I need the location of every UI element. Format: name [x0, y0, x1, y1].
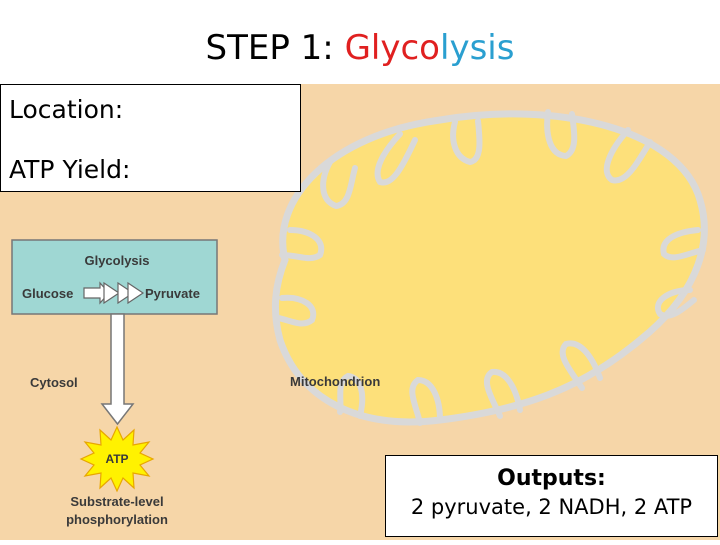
cytosol-label: Cytosol [30, 375, 78, 390]
outputs-box: Outputs: 2 pyruvate, 2 NADH, 2 ATP [385, 455, 718, 537]
down-arrow [100, 313, 135, 426]
pyruvate-label: Pyruvate [145, 286, 200, 301]
glucose-label: Glucose [22, 286, 73, 301]
mitochondrion-cristae [275, 109, 706, 426]
glycolysis-arrows [83, 281, 145, 305]
slide-title: STEP 1: Glycolysis [0, 28, 720, 68]
title-glyco: Glyco [344, 28, 440, 68]
cell-diagram-svg: Glycolysis Glucose Pyruvate Cytosol Mito… [11, 109, 708, 527]
substrate-label-line1: Substrate-level [70, 494, 163, 509]
atp-yield-label: ATP Yield: [9, 155, 131, 184]
atp-label: ATP [105, 452, 128, 466]
atp-star [79, 425, 155, 493]
question-box: Location: ATP Yield: [0, 84, 301, 192]
mitochondrion-label: Mitochondrion [290, 374, 380, 389]
title-prefix: STEP 1: [205, 28, 345, 68]
outputs-value: 2 pyruvate, 2 NADH, 2 ATP [410, 495, 693, 519]
glycolysis-label: Glycolysis [84, 253, 149, 268]
outputs-heading: Outputs: [497, 466, 606, 491]
title-lysis: lysis [440, 28, 515, 68]
location-label: Location: [9, 95, 124, 124]
substrate-label-line2: phosphorylation [66, 512, 168, 527]
glycolysis-box [11, 239, 218, 315]
mitochondrion-shape [271, 110, 708, 426]
cell-diagram: Glycolysis Glucose Pyruvate Cytosol Mito… [0, 84, 720, 540]
